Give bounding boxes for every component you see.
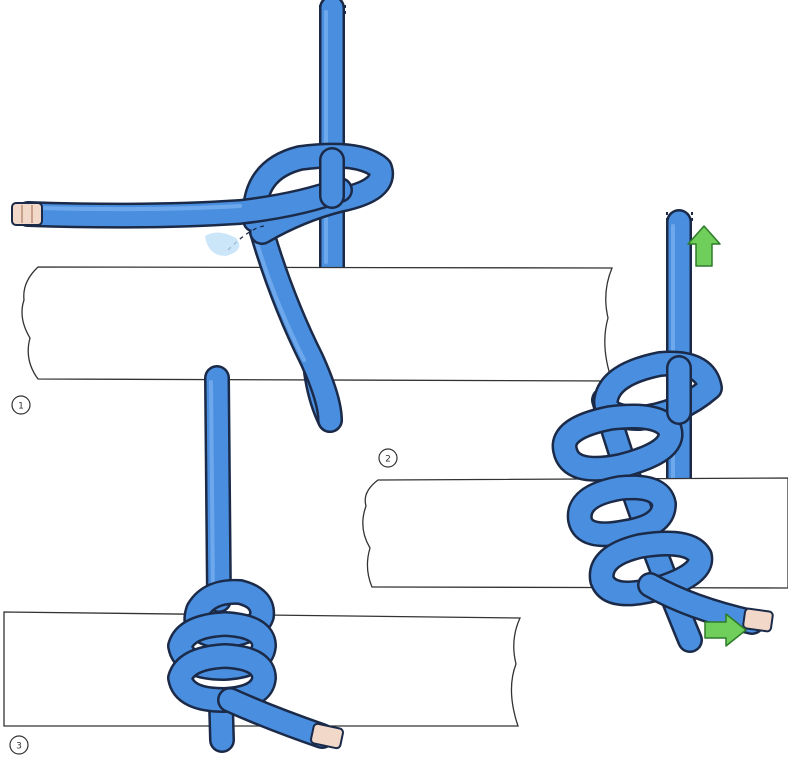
arrow-right-icon — [704, 613, 747, 647]
rope-tip-2 — [742, 607, 774, 633]
step-3-label: 3 — [16, 742, 22, 752]
step-1-label: 1 — [18, 402, 24, 412]
rope-left-end — [11, 177, 353, 229]
rope-coils-3 — [167, 578, 277, 713]
motion-hint — [205, 232, 240, 256]
rope-tip-3 — [309, 722, 345, 750]
step-2-marker: 2 — [378, 448, 398, 468]
rope-standing-part-3 — [204, 365, 232, 613]
arrow-up-icon — [687, 225, 721, 267]
rope-end-2 — [637, 572, 774, 635]
step-2-illustration: 2 — [362, 209, 788, 653]
rope-standing-part — [319, 0, 346, 281]
step-2-label: 2 — [385, 455, 391, 465]
motion-path — [227, 225, 265, 251]
pole-1 — [21, 266, 613, 382]
rope-working-end — [249, 219, 343, 433]
step-3-marker: 3 — [9, 735, 29, 755]
rope-end-3 — [217, 687, 345, 750]
step-1-illustration: 1 — [11, 0, 613, 433]
step-1-marker: 1 — [11, 395, 31, 415]
rope-tip — [11, 202, 43, 226]
step-3-illustration: 3 — [3, 365, 522, 755]
